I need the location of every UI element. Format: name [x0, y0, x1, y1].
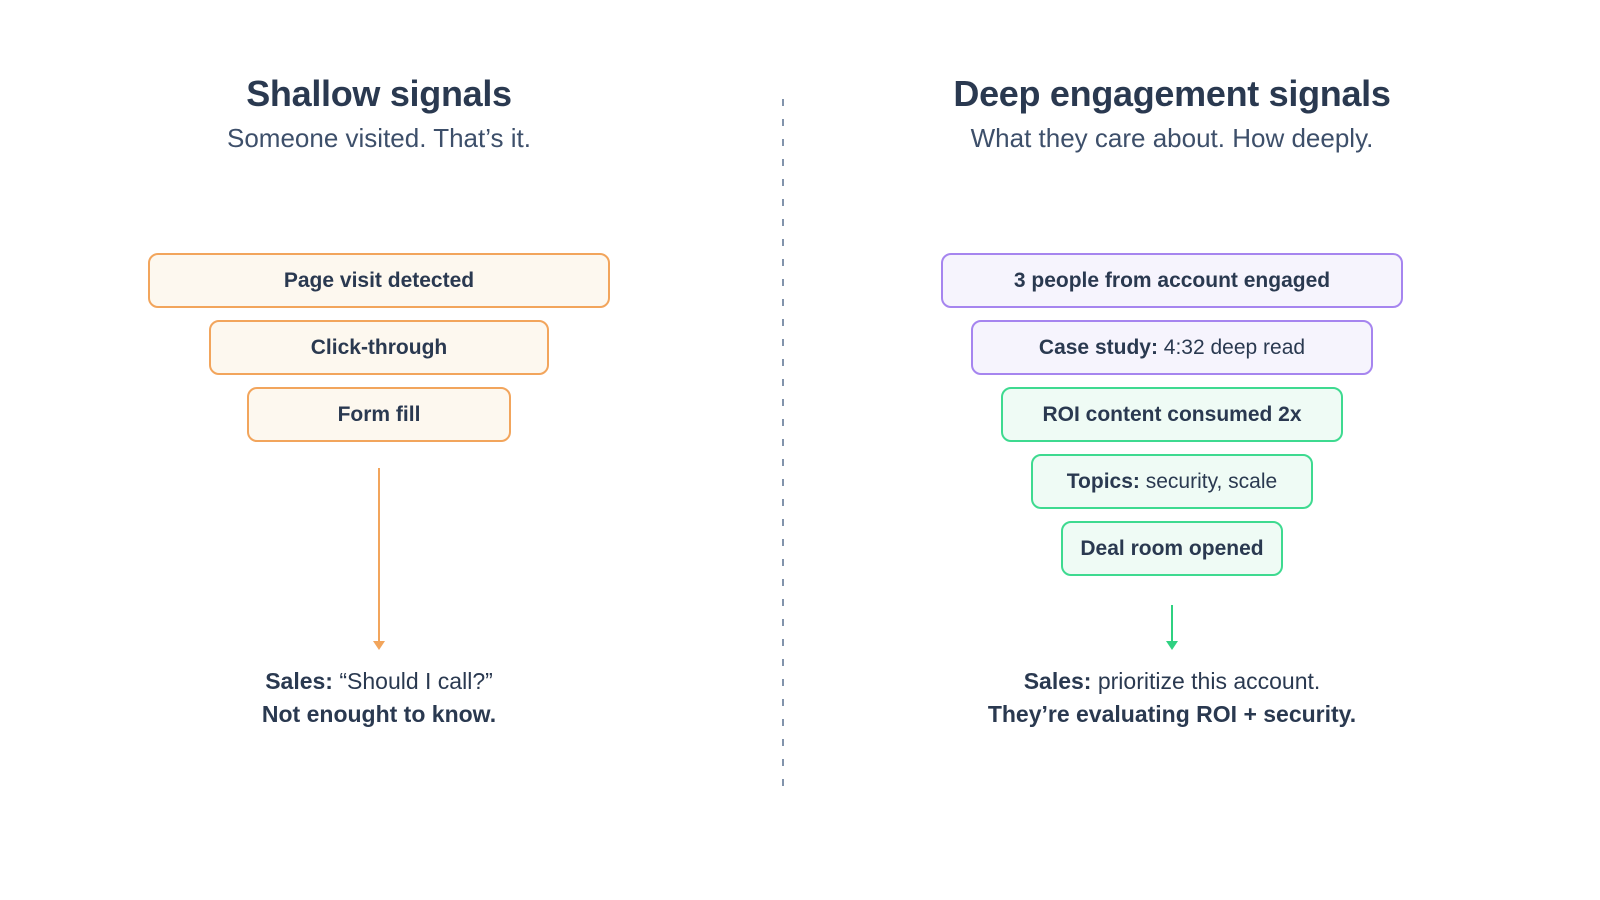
funnel-box-label: Page visit detected — [283, 268, 475, 292]
arrow-head — [1166, 641, 1178, 650]
right-funnel-box: Case study: 4:32 deep read — [971, 320, 1373, 375]
left-funnel-box: Page visit detected — [148, 253, 610, 308]
sales-conclusion: Not enought to know. — [261, 701, 497, 727]
funnel-box-label: Click-through — [310, 335, 448, 359]
deep-engagement-column: Deep engagement signals What they care a… — [792, 0, 1552, 731]
left-funnel-box: Form fill — [247, 387, 511, 442]
funnel-box-label: Form fill — [337, 402, 421, 426]
left-column-subtitle: Someone visited. That’s it. — [227, 123, 531, 153]
sales-quote-line: Sales: prioritize this account. — [988, 665, 1356, 698]
right-funnel-box: Deal room opened — [1061, 521, 1283, 576]
sales-quote: prioritize this account. — [1097, 668, 1321, 694]
arrow-shaft — [378, 468, 380, 642]
funnel-box-label: Deal room opened — [1080, 536, 1264, 560]
sales-conclusion: They’re evaluating ROI + security. — [987, 701, 1357, 727]
left-funnel-box: Click-through — [209, 320, 549, 375]
funnel-box-label: Case study: 4:32 deep read — [1038, 335, 1306, 359]
sales-quote-line: Sales: “Should I call?” — [262, 665, 496, 698]
right-funnel-box: ROI content consumed 2x — [1001, 387, 1343, 442]
shallow-signals-column: Shallow signals Someone visited. That’s … — [0, 0, 758, 731]
sales-label: Sales: — [1023, 668, 1092, 694]
sales-label: Sales: — [265, 668, 333, 694]
sales-quote: “Should I call?” — [339, 668, 493, 694]
center-divider — [782, 99, 784, 799]
right-sales-note: Sales: prioritize this account. They’re … — [988, 665, 1356, 731]
funnel-box-label: 3 people from account engaged — [1013, 268, 1331, 292]
funnel-box-label: Topics: security, scale — [1066, 469, 1278, 493]
left-column-title: Shallow signals — [246, 73, 512, 114]
left-sales-note: Sales: “Should I call?” Not enought to k… — [262, 665, 496, 731]
right-funnel-box: 3 people from account engaged — [941, 253, 1403, 308]
right-column-title: Deep engagement signals — [953, 73, 1391, 114]
right-funnel-box: Topics: security, scale — [1031, 454, 1313, 509]
right-column-subtitle: What they care about. How deeply. — [970, 123, 1374, 153]
arrow-shaft — [1171, 605, 1173, 642]
down-arrow-icon — [1166, 605, 1178, 650]
arrow-head — [373, 641, 385, 650]
down-arrow-icon — [373, 468, 385, 650]
funnel-box-label: ROI content consumed 2x — [1042, 402, 1302, 426]
